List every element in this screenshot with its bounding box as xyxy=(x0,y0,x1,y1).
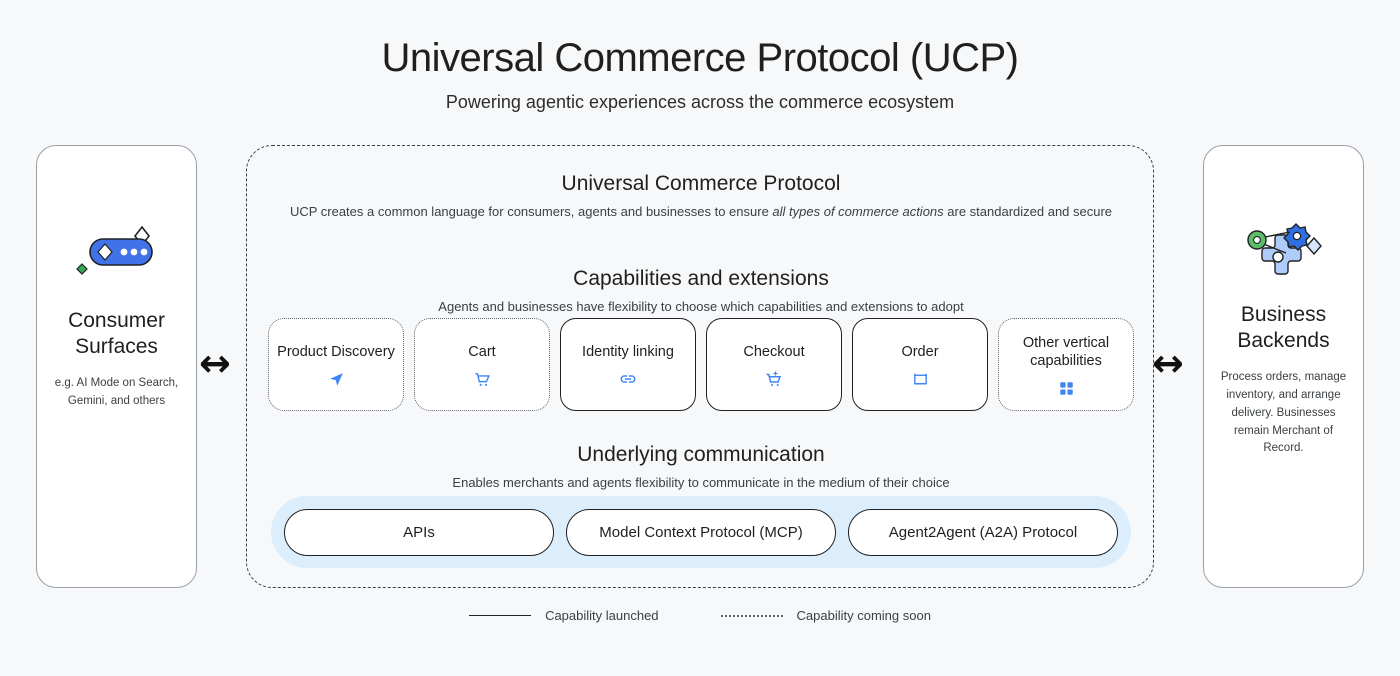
capability-card-label: Other vertical capabilities xyxy=(1022,334,1110,369)
capabilities-subtitle: Agents and businesses have flexibility t… xyxy=(438,299,964,314)
gears-sparkle-icon xyxy=(1240,212,1328,278)
capability-card-order[interactable]: Order xyxy=(852,318,988,411)
page-header: Universal Commerce Protocol (UCP) Poweri… xyxy=(0,34,1400,113)
capability-card-label: Identity linking xyxy=(582,343,674,360)
page-subtitle: Powering agentic experiences across the … xyxy=(445,92,955,112)
communication-band: APIs Model Context Protocol (MCP) Agent2… xyxy=(271,496,1131,568)
communication-subtitle: Enables merchants and agents flexibility… xyxy=(452,475,950,490)
capability-card-other-vertical[interactable]: Other vertical capabilities xyxy=(998,318,1134,411)
left-bidirectional-arrow-icon: ↔ xyxy=(199,341,231,385)
consumer-surfaces-description: e.g. AI Mode on Search, Gemini, and othe… xyxy=(54,377,179,408)
grid-squares-icon xyxy=(1059,379,1074,397)
ucp-description-pre: UCP creates a common language for consum… xyxy=(289,204,773,219)
consumer-surfaces-title: Consumer Surfaces xyxy=(68,309,165,358)
capability-card-checkout[interactable]: Checkout xyxy=(706,318,842,411)
cart-sparkle-icon xyxy=(765,370,783,388)
ucp-container: Universal Commerce Protocol UCP creates … xyxy=(246,145,1154,588)
business-backends-panel: Business Backends Process orders, manage… xyxy=(1203,145,1364,588)
ucp-description-emphasis: all types of commerce actions xyxy=(772,204,944,219)
shopping-cart-icon xyxy=(474,370,491,388)
capability-cards: Product Discovery Cart Identity linking xyxy=(247,318,1155,411)
order-box-icon xyxy=(912,370,929,388)
capability-card-product-discovery[interactable]: Product Discovery xyxy=(268,318,404,411)
business-backends-description: Process orders, manage inventory, and ar… xyxy=(1220,371,1347,455)
business-backends-title: Business Backends xyxy=(1237,303,1330,352)
ucp-description: UCP creates a common language for consum… xyxy=(247,202,1155,222)
ucp-description-post: are standardized and secure xyxy=(943,204,1113,219)
legend-label: Capability launched xyxy=(545,608,659,623)
communication-title: Underlying communication xyxy=(577,443,825,466)
communication-section-header: Underlying communication Enables merchan… xyxy=(247,443,1155,493)
communication-pill-a2a[interactable]: Agent2Agent (A2A) Protocol xyxy=(848,508,1118,556)
capability-card-identity-linking[interactable]: Identity linking xyxy=(560,318,696,411)
communication-pill-apis[interactable]: APIs xyxy=(284,508,554,556)
navigation-arrow-icon xyxy=(328,370,345,388)
legend: Capability launched Capability coming so… xyxy=(0,608,1400,623)
chat-bubble-sparkle-icon xyxy=(74,220,160,286)
capability-card-label: Order xyxy=(901,343,939,360)
communication-pill-mcp[interactable]: Model Context Protocol (MCP) xyxy=(566,508,836,556)
dotted-line-icon xyxy=(720,614,783,617)
link-icon xyxy=(619,370,637,388)
right-bidirectional-arrow-icon: ↔ xyxy=(1152,341,1184,385)
capability-card-cart[interactable]: Cart xyxy=(414,318,550,411)
page-title: Universal Commerce Protocol (UCP) xyxy=(381,36,1019,80)
legend-label: Capability coming soon xyxy=(796,608,931,623)
ucp-title: Universal Commerce Protocol xyxy=(561,172,841,195)
capability-card-label: Cart xyxy=(468,343,496,360)
capability-card-label: Product Discovery xyxy=(277,343,395,360)
solid-line-icon xyxy=(469,615,532,616)
consumer-surfaces-panel: Consumer Surfaces e.g. AI Mode on Search… xyxy=(36,145,197,588)
capabilities-section-header: Capabilities and extensions Agents and b… xyxy=(247,267,1155,317)
legend-item-coming-soon: Capability coming soon xyxy=(720,608,931,623)
ucp-section-header: Universal Commerce Protocol UCP creates … xyxy=(247,172,1155,222)
legend-item-launched: Capability launched xyxy=(469,608,659,623)
capability-card-label: Checkout xyxy=(743,343,805,360)
capabilities-title: Capabilities and extensions xyxy=(573,267,829,290)
